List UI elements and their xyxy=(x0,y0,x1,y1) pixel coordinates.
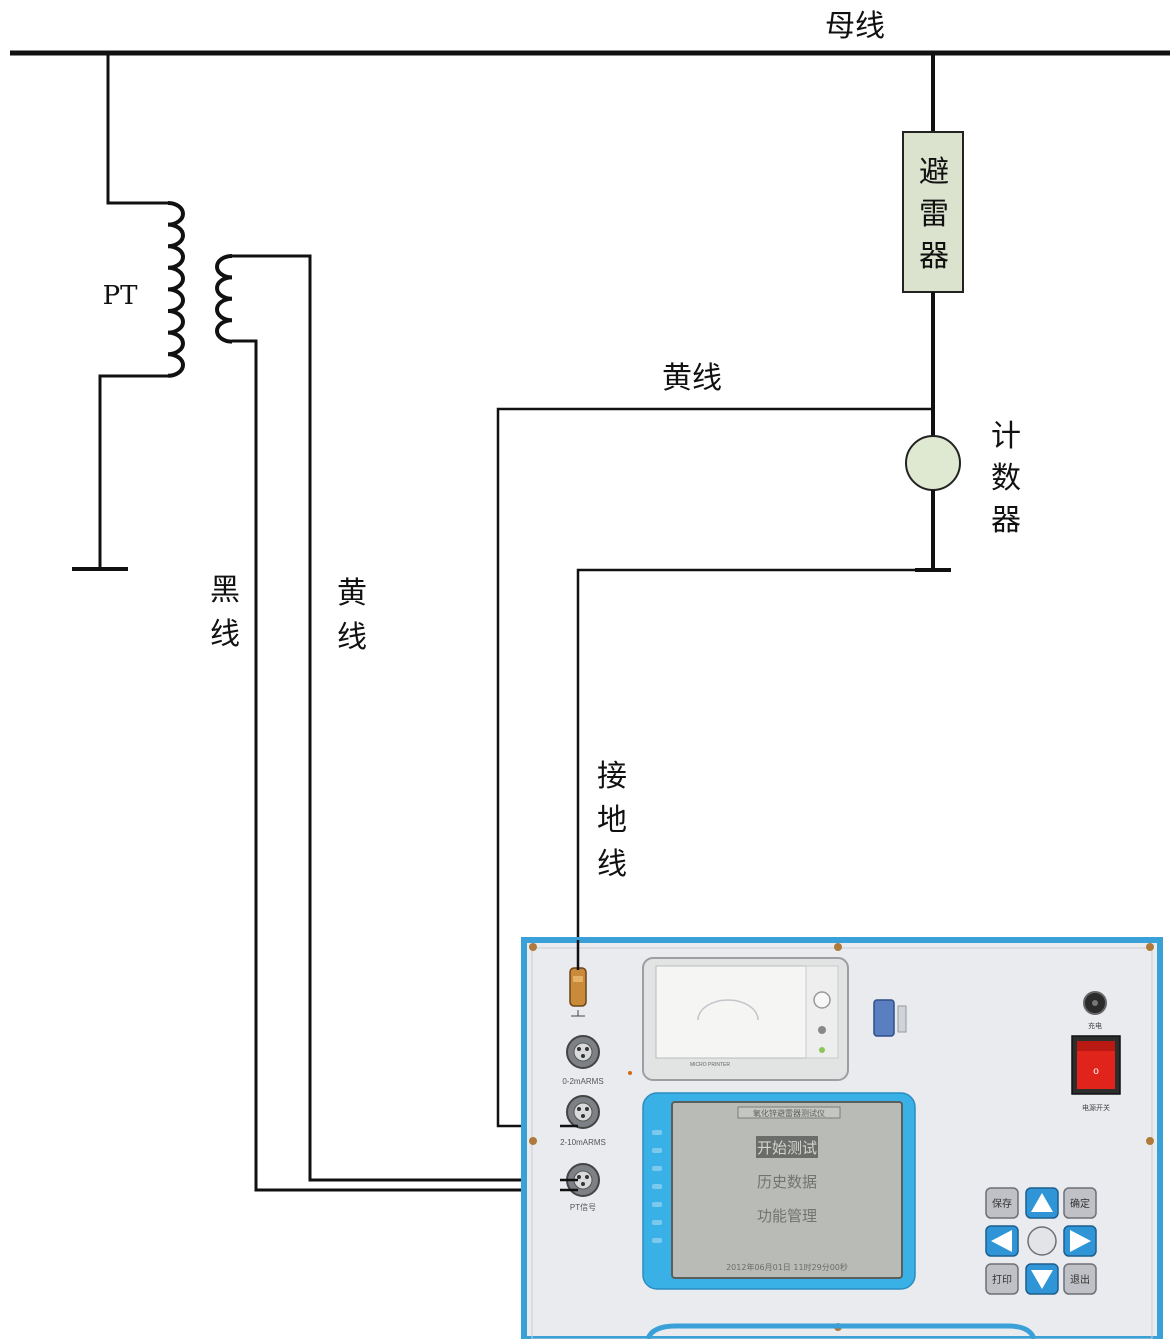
arrester-label-3: 器 xyxy=(919,239,949,274)
power-switch[interactable]: o xyxy=(1071,1035,1121,1095)
exit-key[interactable] xyxy=(1063,1263,1097,1295)
yellow-wire-left-label-2: 线 xyxy=(337,620,367,655)
lcd-status-line: 2012年06月01日 11时29分00秒 xyxy=(726,1262,848,1272)
port-pt-signal[interactable] xyxy=(566,1163,600,1197)
lcd-title: 氧化锌避雷器测试仪 xyxy=(753,1108,825,1118)
counter-label-2: 数 xyxy=(991,461,1021,496)
center-key[interactable] xyxy=(1027,1226,1057,1256)
confirm-key[interactable] xyxy=(1063,1187,1097,1219)
port-pt-signal-label: PT信号 xyxy=(570,1202,596,1212)
power-switch-label: 电源开关 xyxy=(1082,1103,1110,1112)
pt-primary-coil xyxy=(167,201,185,378)
counter-label-3: 器 xyxy=(991,503,1021,538)
micro-printer: MICRO PRINTER xyxy=(642,957,849,1081)
arrester-box xyxy=(902,131,964,293)
ground-wire-label-3: 线 xyxy=(597,847,627,882)
black-wire-label-1: 黑 xyxy=(210,573,240,608)
yellow-wire-top-label: 黄线 xyxy=(662,361,722,396)
ground-terminal[interactable] xyxy=(569,967,587,1017)
port-0-2ma[interactable] xyxy=(566,1035,600,1069)
exit-key-label: 退出 xyxy=(1070,1273,1090,1286)
down-arrow-key[interactable] xyxy=(1025,1263,1059,1295)
pt-secondary-coil xyxy=(215,254,233,344)
arrester-label-1: 避 xyxy=(919,155,949,190)
printer-label: MICRO PRINTER xyxy=(690,1062,730,1068)
print-key-label: 打印 xyxy=(992,1273,1012,1286)
up-arrow-key[interactable] xyxy=(1025,1187,1059,1219)
black-wire-pt xyxy=(232,339,580,1192)
pt-transformer: PT xyxy=(72,53,233,571)
charge-label: 充电 xyxy=(1088,1021,1102,1030)
port-2-10ma-label: 2-10mARMS xyxy=(560,1138,606,1147)
counter-circle xyxy=(905,435,961,491)
power-switch-symbol: o xyxy=(1093,1066,1099,1077)
counter-label-1: 计 xyxy=(991,419,1021,454)
lcd-menu-item-2[interactable]: 历史数据 xyxy=(757,1173,817,1191)
busbar-label: 母线 xyxy=(825,9,885,44)
yellow-wire-left-label-1: 黄 xyxy=(337,576,367,611)
ground-wire-label-2: 地 xyxy=(597,803,627,838)
confirm-key-label: 确定 xyxy=(1070,1197,1090,1210)
port-2-10ma[interactable] xyxy=(566,1095,600,1129)
port-0-2ma-label: 0-2mARMS xyxy=(562,1077,603,1086)
keypad: 保存 确定 打印 退出 xyxy=(985,1187,1097,1295)
right-arrow-key[interactable] xyxy=(1063,1225,1097,1257)
pt-label: PT xyxy=(103,281,138,311)
lcd-menu-item-1[interactable]: 开始测试 xyxy=(757,1139,817,1157)
lcd-screen xyxy=(671,1101,903,1279)
ground-wire-label-1: 接 xyxy=(597,759,627,794)
yellow-wire-pt xyxy=(232,254,580,1182)
save-key[interactable] xyxy=(985,1187,1019,1219)
left-arrow-key[interactable] xyxy=(985,1225,1019,1257)
black-wire-label-2: 线 xyxy=(210,617,240,652)
serial-port[interactable] xyxy=(873,999,907,1037)
lcd-menu-item-3[interactable]: 功能管理 xyxy=(757,1207,817,1225)
ground-wire xyxy=(576,568,933,985)
arrester-label-2: 雷 xyxy=(919,197,949,232)
print-key[interactable] xyxy=(985,1263,1019,1295)
test-instrument: 0-2mARMS 2-10mARMS PT信号 MICRO PR xyxy=(521,937,1163,1339)
charge-jack[interactable] xyxy=(1083,991,1107,1015)
save-key-label: 保存 xyxy=(992,1197,1012,1210)
